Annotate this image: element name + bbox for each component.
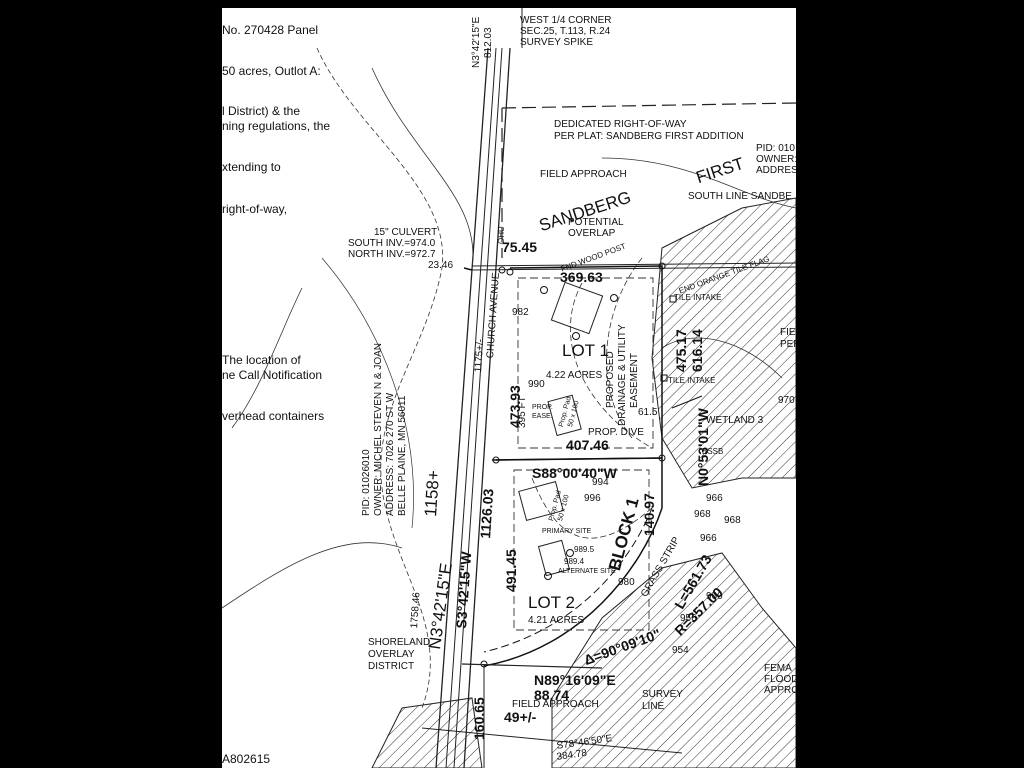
left-text-line: The location of bbox=[222, 353, 301, 367]
west-corner-label: SURVEY SPIKE bbox=[520, 37, 593, 48]
west-corner-label: SEC.25, T.113, R.24 bbox=[520, 26, 611, 37]
distance-label: 491.45 bbox=[503, 549, 519, 592]
culvert-label: NORTH INV.=972.7 bbox=[348, 249, 436, 260]
pid-left-label: PID: 01026010 bbox=[361, 449, 372, 516]
fema-label: FEMA bbox=[764, 663, 792, 674]
distance-label: 23.46 bbox=[428, 260, 454, 271]
per-label: PER bbox=[780, 339, 796, 350]
fema-label: FLOOD bbox=[764, 674, 796, 685]
distance-label: 88.74 bbox=[534, 687, 570, 703]
survey-drawing bbox=[222, 8, 796, 768]
distance-label: 61.5 bbox=[638, 407, 658, 418]
distance-label: 140.97 bbox=[641, 493, 657, 536]
fie-label: FIE bbox=[780, 327, 796, 338]
elevation-label: 989.4 bbox=[564, 557, 585, 566]
pid-left-label: BELLE PLAINE, MN 56011 bbox=[397, 395, 408, 516]
contour-label: 994 bbox=[592, 477, 609, 488]
distance-label: 475.17 bbox=[673, 329, 689, 372]
left-text-line: A802615 bbox=[222, 752, 271, 766]
left-text-line: l District) & the bbox=[222, 104, 301, 118]
contour-label: 996 bbox=[584, 493, 601, 504]
drainage-label: EASEMENT bbox=[629, 352, 640, 408]
lot2-acres-label: 4.21 ACRES bbox=[528, 615, 585, 626]
shoreland-label: OVERLAY bbox=[368, 649, 415, 660]
distance-label: 369.63 bbox=[560, 269, 603, 285]
distance-label: 75.45 bbox=[502, 239, 538, 255]
potential-overlap-label: POTENTIAL bbox=[568, 217, 624, 228]
ohu-label: OHU bbox=[497, 226, 506, 244]
left-text-line: ning regulations, the bbox=[222, 119, 331, 133]
left-text-line: xtending to bbox=[222, 160, 281, 174]
pid-right-label: OWNER: bbox=[756, 154, 796, 165]
drainage-label: PROPOSED bbox=[605, 351, 616, 408]
contour-label: 956 bbox=[680, 613, 697, 624]
west-corner-label: WEST 1/4 CORNER bbox=[520, 15, 612, 26]
pid-left-label: OWNER: MICHEL STEVEN N & JOAN bbox=[373, 343, 384, 516]
contour-label: 970 bbox=[778, 395, 795, 406]
contour-label: 980 bbox=[618, 577, 635, 588]
prop-ease-label: EASE. bbox=[532, 413, 553, 420]
field-approach-label: FIELD APPROACH bbox=[540, 169, 627, 180]
distance-label: 1126.03 bbox=[477, 488, 497, 540]
wetland-label: WETLAND 3 bbox=[706, 415, 764, 426]
contour-label: 968 bbox=[724, 515, 741, 526]
contour-label: 954 bbox=[672, 645, 689, 656]
contour-label: 966 bbox=[706, 493, 723, 504]
potential-overlap-label: OVERLAP bbox=[568, 228, 616, 239]
elevation-label: 989.5 bbox=[574, 545, 595, 554]
left-text-line: verhead containers bbox=[222, 409, 325, 423]
pid-right-label: ADDRES bbox=[756, 165, 796, 176]
field-approach-label: FIELD APPROACH bbox=[512, 699, 599, 710]
north-distance-label: 812.03 bbox=[483, 27, 494, 58]
dedicated-row-label: DEDICATED RIGHT-OF-WAY bbox=[554, 119, 687, 130]
drainage-label: DRAINAGE & UTILITY bbox=[617, 324, 628, 426]
bssb-label: BSSB bbox=[702, 447, 724, 456]
distance-label: 407.46 bbox=[566, 437, 609, 453]
bearing-label: S88°00'40"W bbox=[532, 465, 617, 481]
lot2-label: LOT 2 bbox=[528, 593, 575, 612]
contour-label: 982 bbox=[512, 307, 529, 318]
prop-ease-label: PROP. bbox=[532, 404, 553, 411]
alternate-site-label: ALTERNATE SITE bbox=[558, 568, 616, 575]
lot1-label: LOT 1 bbox=[562, 341, 609, 360]
contour-label: 990 bbox=[528, 379, 545, 390]
fema-label: APPRO bbox=[764, 685, 796, 696]
shoreland-label: SHORELAND bbox=[368, 637, 431, 648]
tile-intake-label: TILE INTAKE bbox=[674, 293, 722, 302]
culvert-label: 15" CULVERT bbox=[374, 227, 438, 238]
prop-dive-label: PROP. DIVE bbox=[588, 427, 644, 438]
left-text-line: No. 270428 Panel bbox=[222, 23, 319, 37]
contour-label: 960 bbox=[706, 591, 723, 602]
shoreland-label: DISTRICT bbox=[368, 661, 415, 672]
wetland-hatch-area bbox=[651, 197, 796, 489]
lot1-acres-label: 4.22 ACRES bbox=[546, 370, 603, 381]
left-text-line: right-of-way, bbox=[222, 202, 288, 216]
survey-line-label: LINE bbox=[642, 701, 665, 712]
flood-hatch-area bbox=[551, 552, 796, 768]
survey-line-label: SURVEY bbox=[642, 689, 683, 700]
distance-label: 49+/- bbox=[504, 709, 537, 725]
contour-label: 966 bbox=[700, 533, 717, 544]
distance-label: 395 FT bbox=[517, 396, 528, 428]
pid-left-label: ADDRESS: 7026 270 ST W bbox=[385, 392, 396, 516]
left-text-line: 50 acres, Outlot A: bbox=[222, 64, 321, 78]
south-line-label: SOUTH LINE SANDBE bbox=[688, 191, 792, 202]
primary-site-label: PRIMARY SITE bbox=[542, 528, 592, 535]
lower-left-hatch-area bbox=[371, 697, 483, 768]
north-bearing-label: N3°42'15"E bbox=[471, 16, 482, 68]
distance-label: 616.14 bbox=[689, 329, 705, 372]
survey-sheet: No. 270428 Panel 50 acres, Outlot A: l D… bbox=[222, 8, 796, 768]
bearing-label: N89°16'09"E bbox=[534, 672, 616, 688]
distance-label: 160.65 bbox=[471, 697, 487, 740]
dedicated-row-label: PER PLAT: SANDBERG FIRST ADDITION bbox=[554, 131, 744, 142]
left-text-line: ne Call Notification bbox=[222, 368, 323, 382]
pid-right-label: PID: 010 bbox=[756, 143, 795, 154]
tile-intake-label: TILE INTAKE bbox=[668, 376, 716, 385]
contour-label: 968 bbox=[694, 509, 711, 520]
culvert-label: SOUTH INV.=974.0 bbox=[348, 238, 436, 249]
distance-label: 1158+ bbox=[421, 469, 444, 518]
